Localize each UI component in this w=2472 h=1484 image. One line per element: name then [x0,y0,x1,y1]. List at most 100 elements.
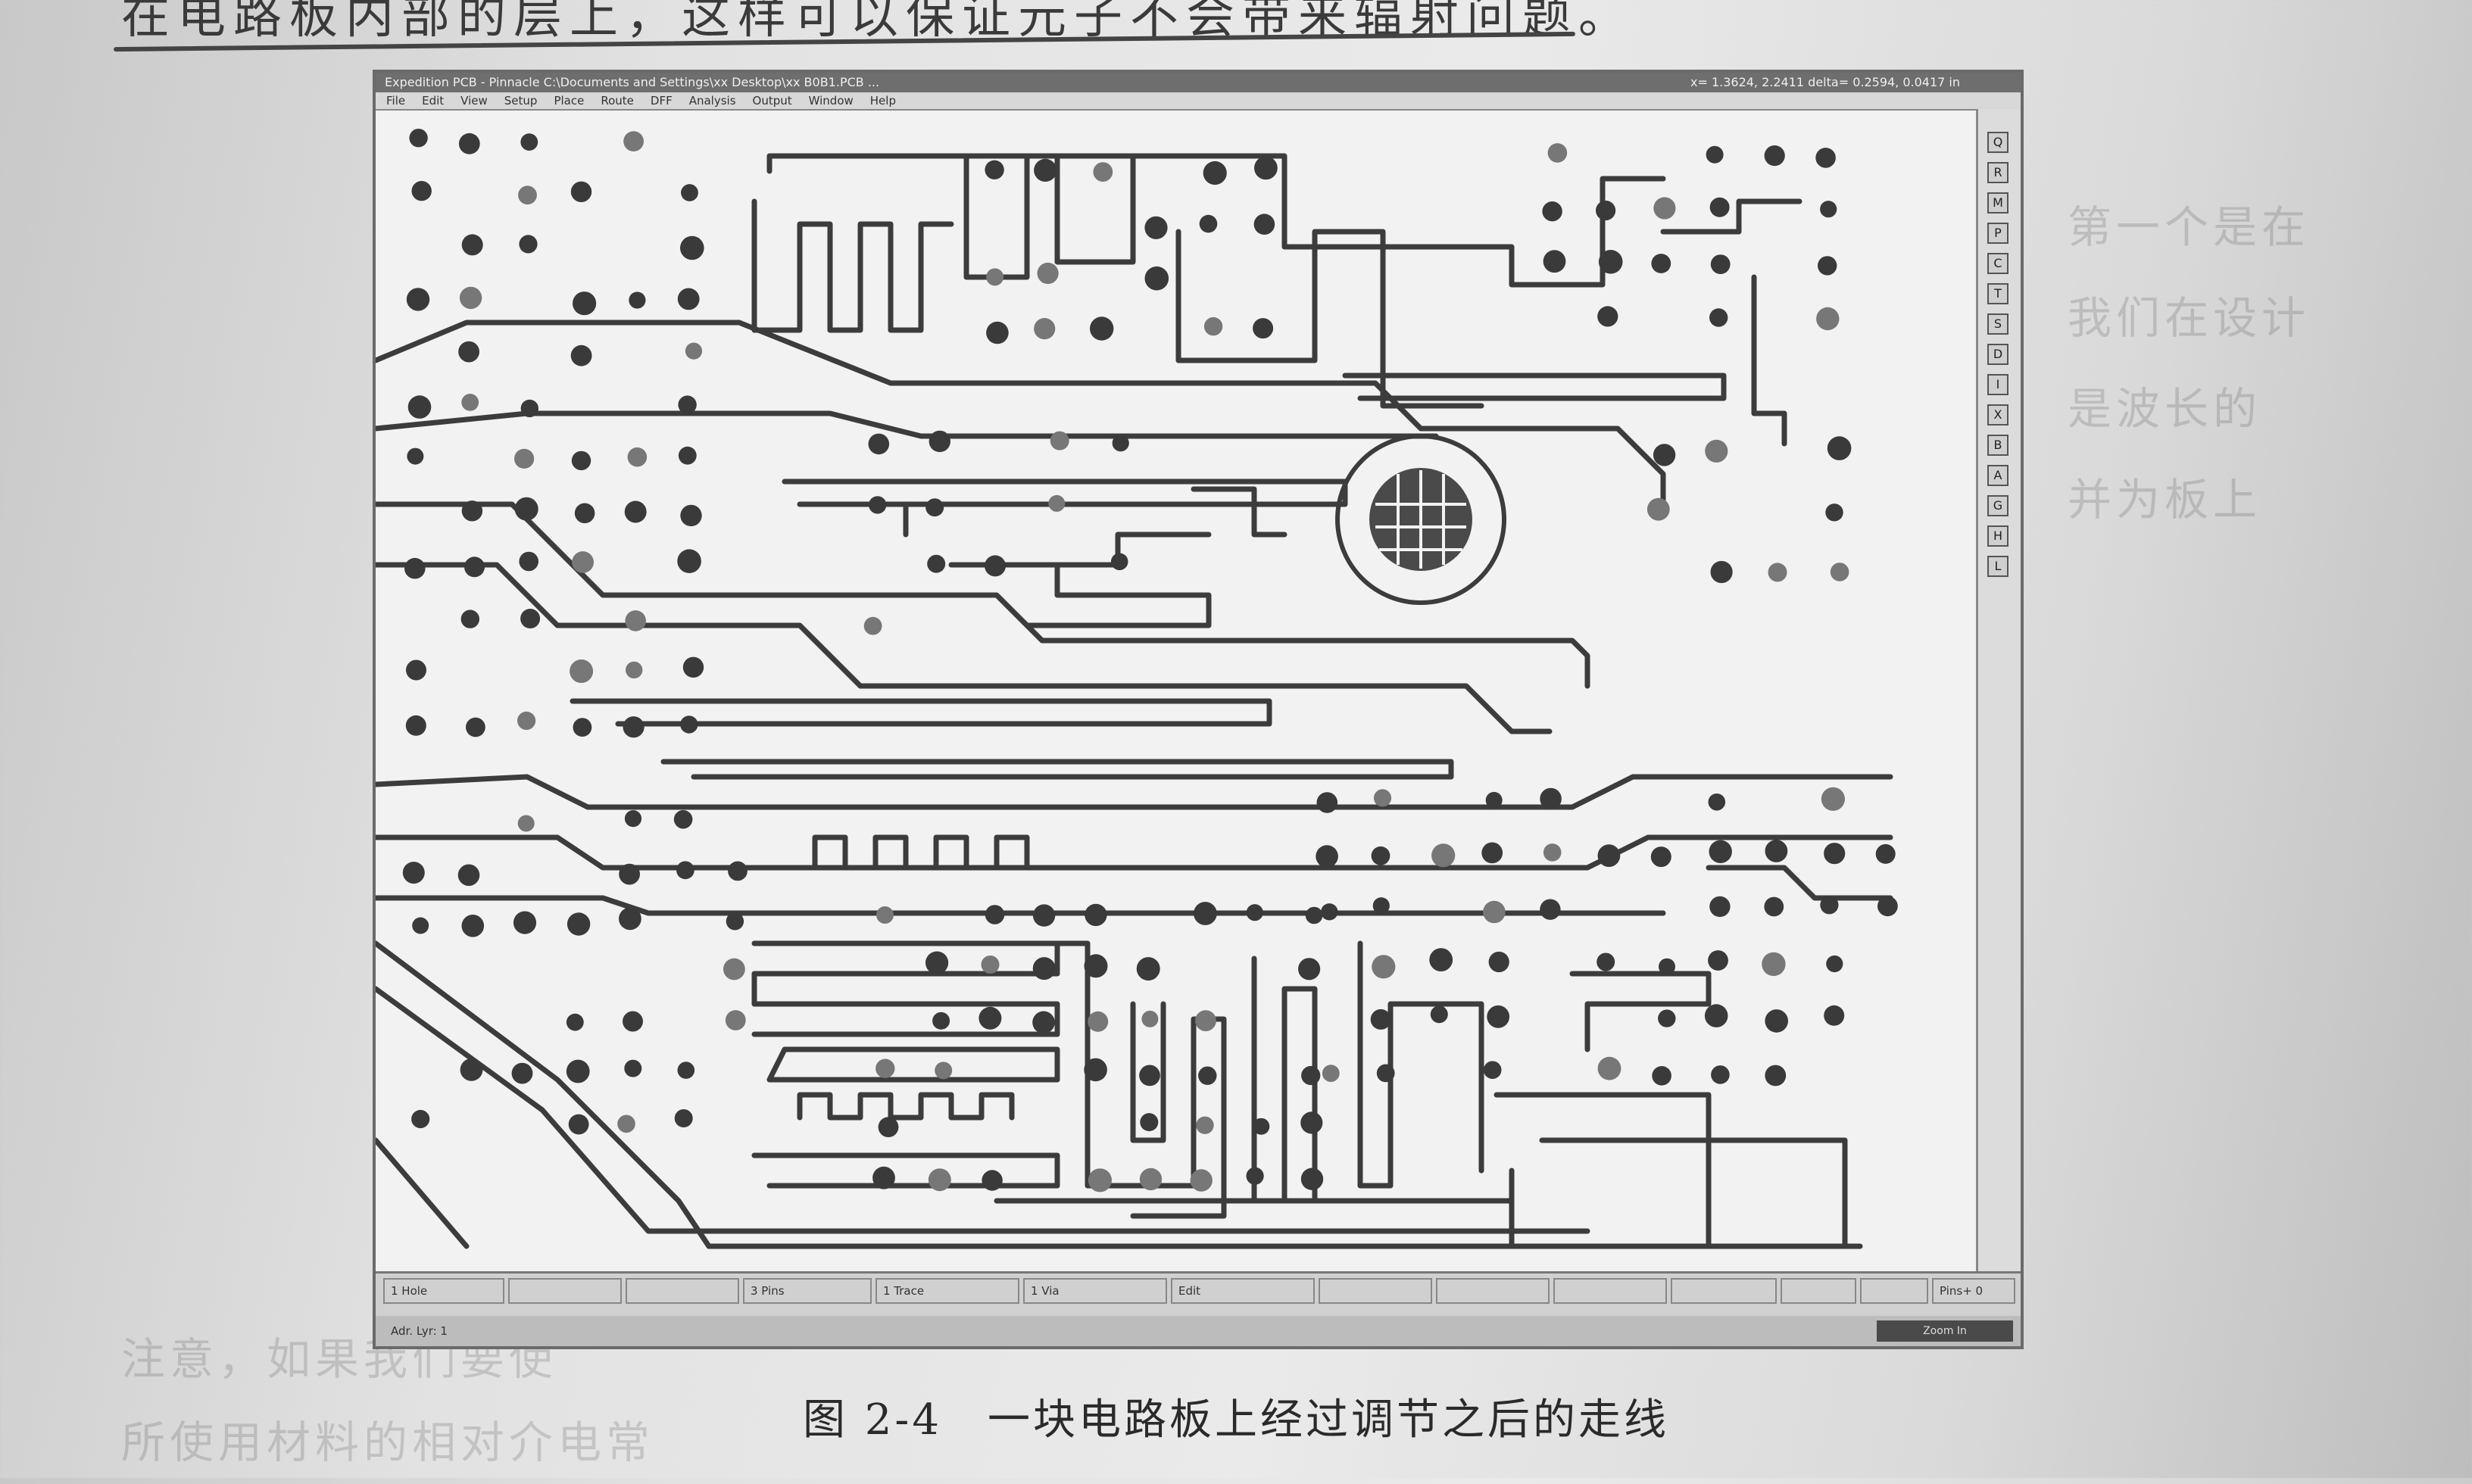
via-pad [935,1062,953,1080]
via-pad [1762,952,1786,977]
menu-window[interactable]: Window [808,94,854,108]
via-pad [1487,1005,1510,1028]
via-pad [466,717,485,737]
via-pad [1085,903,1107,927]
tool-button[interactable]: I [1987,374,2008,395]
via-pad [1540,899,1561,920]
via-pad [1764,896,1784,917]
tool-button[interactable]: H [1987,525,2008,547]
via-pad [1198,1066,1217,1085]
via-pad [863,616,882,635]
via-pad [1300,1111,1323,1134]
pcb-canvas[interactable] [376,111,1977,1272]
tool-button[interactable]: R [1987,162,2008,183]
tool-button[interactable]: G [1987,495,2008,516]
via-pad [1048,494,1066,512]
via-pad [1710,560,1733,584]
via-pad [1711,1065,1730,1084]
via-pad [927,554,946,573]
coordinate-readout: x= 1.3624, 2.2411 delta= 0.2594, 0.0417 … [1690,75,1960,89]
via-pad [1429,948,1453,971]
via-pad [1768,563,1787,582]
via-pad [869,496,887,514]
tool-button[interactable]: X [1987,404,2008,426]
via-pad [1088,1011,1109,1032]
via-pad [1488,951,1509,973]
tool-button[interactable]: B [1987,435,2008,456]
trace [903,501,1212,568]
tool-button[interactable]: T [1987,283,2008,304]
trace [751,940,1060,1037]
via-pad [1034,318,1056,340]
via-pad [1034,158,1057,182]
via-pad [1597,844,1621,867]
via-pad [1708,950,1728,971]
via-pad [1651,254,1671,273]
via-pad [458,341,479,363]
menu-route[interactable]: Route [601,94,634,108]
tool-button[interactable]: P [1987,223,2008,244]
menu-place[interactable]: Place [554,94,585,108]
via-pad [573,292,597,316]
via-pad [574,503,595,524]
via-pad [1298,958,1321,980]
trace [570,698,1272,727]
via-pad [680,716,698,734]
via-pad [461,234,483,256]
via-pad [459,286,482,310]
via-pad [1372,897,1390,915]
trace [1660,198,1802,235]
menu-setup[interactable]: Setup [504,94,538,108]
tool-button[interactable]: S [1987,313,2008,335]
via-pad [929,430,950,453]
via-pad [1110,553,1128,571]
via-pad [876,906,894,924]
via-pad [619,907,641,931]
status-cell: 1 Trace [876,1278,1019,1304]
tool-button[interactable]: L [1987,556,2008,577]
menu-view[interactable]: View [460,94,488,108]
trace [376,986,1590,1234]
trace [376,834,1893,871]
menu-help[interactable]: Help [869,94,896,108]
via-pad [682,656,704,678]
via-pad [723,958,745,980]
via-pad [978,1006,1002,1030]
via-pad [411,1109,430,1129]
tool-button[interactable]: M [1987,192,2008,214]
tool-button[interactable]: Q [1987,132,2008,153]
tool-button[interactable]: A [1987,465,2008,486]
pcb-screenshot-figure: Expedition PCB - Pinnacle C:\Documents a… [373,70,2024,1349]
via-pad [1540,787,1562,810]
via-pad [876,1058,895,1078]
menu-analysis[interactable]: Analysis [688,94,736,108]
tool-button[interactable]: C [1987,253,2008,274]
via-pad [1088,1168,1112,1192]
menu-file[interactable]: File [386,94,406,108]
via-pad [986,268,1004,286]
figure-caption-text: 一块电路板上经过调节之后的走线 [987,1395,1669,1445]
menu-bar: File Edit View Setup Place Route DFF Ana… [376,92,2021,111]
via-pad [1136,957,1160,981]
via-pad [1301,1065,1321,1086]
via-pad [1543,250,1566,273]
via-pad [685,342,703,360]
menu-dff[interactable]: DFF [650,94,673,108]
trace [376,1137,470,1249]
via-pad [1543,843,1562,862]
via-pad [624,500,647,523]
via-pad [1090,316,1114,341]
via-pad [629,292,646,309]
trace-meander [812,834,1060,871]
via-pad [1481,842,1503,864]
tool-button[interactable]: D [1987,344,2008,365]
mounting-hole-ring [1335,434,1506,605]
menu-output[interactable]: Output [752,94,792,108]
via-pad [409,129,428,148]
trace [994,562,1212,628]
menu-edit[interactable]: Edit [422,94,445,108]
status-cell [626,1278,739,1304]
via-pad [1658,1009,1676,1027]
via-pad [1246,904,1263,921]
trace [751,1152,1060,1189]
